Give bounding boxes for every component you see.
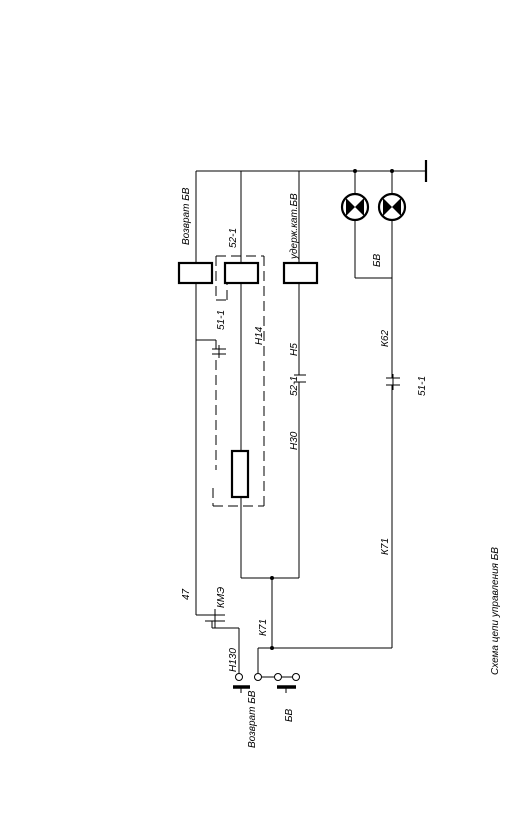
label-contact-kmz: КМЭ [216,587,227,608]
label-contact-47: 47 [181,588,192,600]
lamp-2 [377,192,407,222]
lamps-branch [340,169,407,648]
junction-dot [270,576,274,580]
coil-vozvrat-bv [177,261,214,285]
label-contact-51-1-left: 51-1 [216,310,227,330]
wire-k71-bottom-branch [254,576,392,693]
label-wire-k71-right: К71 [380,538,391,555]
lamp-1 [340,192,370,222]
label-button-vozvrat-bv: Возврат БВ [247,690,258,748]
caption: Схема цепи управления БВ [490,547,501,675]
contact-kmz [205,609,225,628]
label-wire-n5: Н5 [289,343,300,356]
label-wire-n30: Н30 [289,431,300,450]
branch-52-1 [212,171,299,579]
label-vozvrat-bv-top: Возврат БВ [181,187,192,245]
terminal-n130 [235,673,243,681]
label-bv-lamps: БВ [372,253,383,267]
label-uderzh-kat-bv: удерж.кат.БВ [289,193,300,260]
terminal-bv-out [292,673,300,681]
coil-52-1 [223,261,260,285]
contact-52-1 [294,374,306,383]
label-wire-n130: Н130 [228,648,239,672]
label-wire-k62: К62 [380,330,391,347]
coil-uderzh-kat-bv [282,261,319,285]
terminal-k71 [254,673,262,681]
label-coil-52-1: 52-1 [228,228,239,248]
contact-51-1-left [212,345,226,358]
label-button-bv: БВ [284,708,295,722]
branch-uderzh-kat-bv [282,171,319,578]
label-wire-k71-bottom: К71 [258,619,269,636]
resistor [230,449,250,499]
label-wire-n14: Н14 [254,326,265,345]
label-contact-51-1-right: 51-1 [417,376,428,396]
branch-vozvrat-bv [177,171,250,693]
junction-dot [353,169,357,173]
junction-dot [390,169,394,173]
top-bus [196,160,428,182]
label-contact-52-1: 52-1 [289,376,300,396]
terminal-bv [274,673,282,681]
contact-51-1-right [386,374,400,390]
